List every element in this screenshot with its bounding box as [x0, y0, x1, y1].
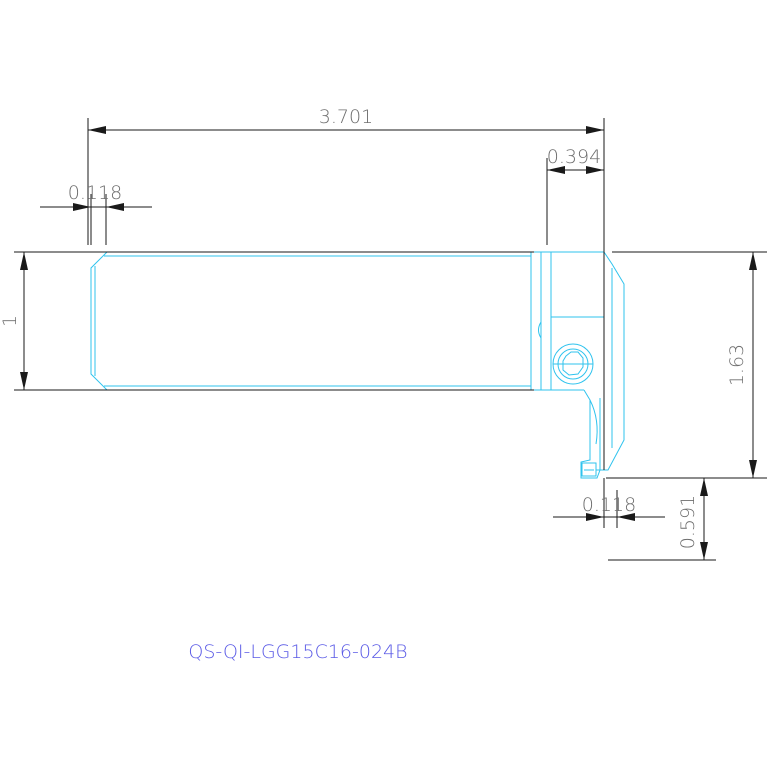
dim-total-height: 1.63 — [606, 251, 767, 479]
dim-blade-tip-width: 0.118 — [553, 478, 665, 528]
head-right-flank — [596, 251, 625, 471]
head-notch — [538, 321, 542, 339]
insert-tip — [581, 462, 597, 477]
dim-shank-height-label: 1 — [0, 315, 21, 327]
head-neck — [530, 251, 542, 391]
blade-curve — [589, 399, 598, 445]
clamp-screw-icon — [552, 343, 594, 385]
dim-overall-length-label: 3.701 — [319, 106, 373, 128]
dim-blade-depth: 0.591 — [608, 478, 716, 561]
dim-chamfer-left: 0.118 — [40, 182, 152, 245]
head-block — [540, 251, 552, 391]
part-number-label: QS-QI-LGG15C16-024B — [188, 641, 407, 663]
dim-blade-tip-width-label: 0.118 — [582, 494, 636, 516]
dim-head-length: 0.394 — [546, 146, 604, 245]
dim-shank-height: 1 — [0, 251, 534, 391]
dim-total-height-label: 1.63 — [726, 344, 748, 386]
blade-outline — [580, 389, 601, 479]
shank-outline — [90, 251, 532, 391]
dim-blade-depth-label: 0.591 — [677, 495, 699, 549]
dim-head-length-label: 0.394 — [547, 146, 601, 168]
tool-outline — [90, 251, 625, 479]
dim-overall-length: 3.701 — [87, 106, 605, 470]
dim-chamfer-left-label: 0.118 — [68, 182, 122, 204]
